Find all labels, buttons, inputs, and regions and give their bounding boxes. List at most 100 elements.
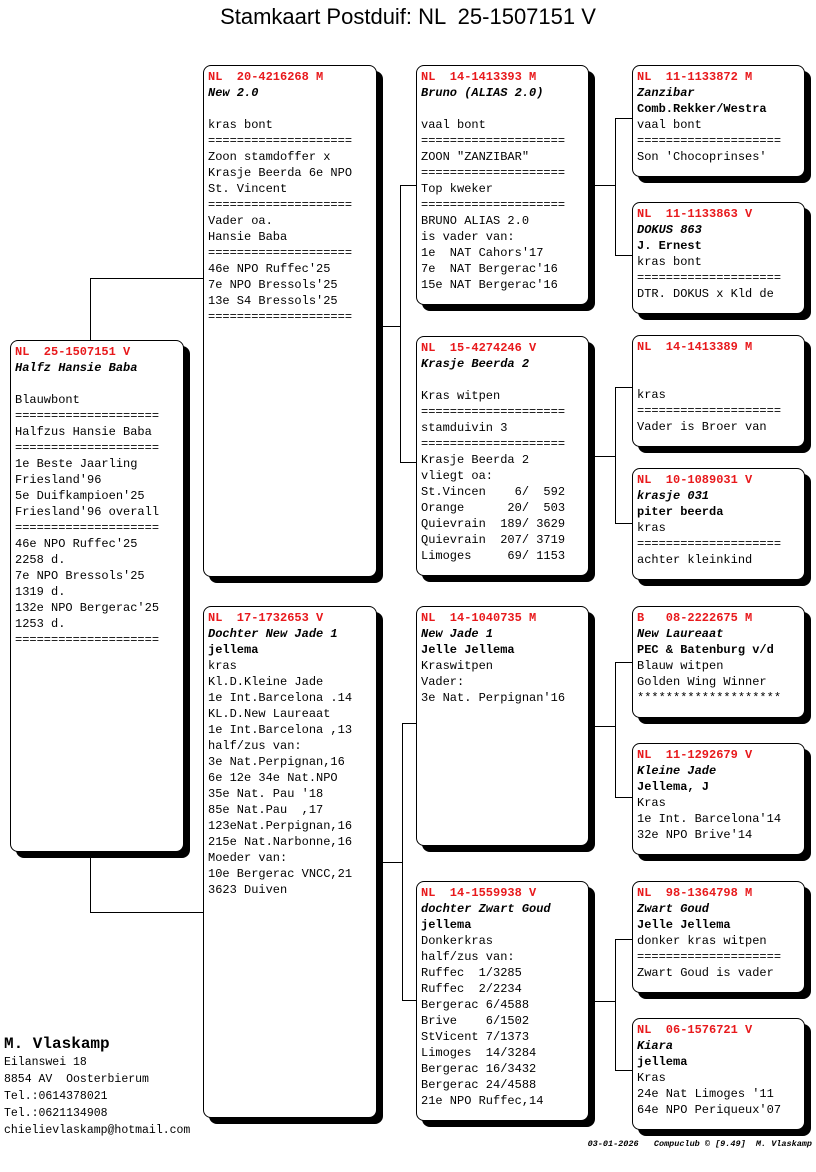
info-line: Vader is Broer van xyxy=(637,420,767,434)
ring-number: B 08-2222675 M xyxy=(637,611,753,625)
info-line: ==================== xyxy=(208,198,353,212)
info-line: Bergerac 6/4588 xyxy=(421,998,530,1012)
info-line: 3623 Duiven xyxy=(208,883,288,897)
info-line: 1e NAT Cahors'17 xyxy=(421,246,544,260)
pigeon-name: New 2.0 xyxy=(208,86,259,100)
info-line: ==================== xyxy=(15,521,160,535)
pigeon-name: dochter Zwart Goud xyxy=(421,902,551,916)
info-line: Halfzus Hansie Baba xyxy=(15,425,152,439)
info-line: ==================== xyxy=(637,537,782,551)
pigeon-name: krasje 031 xyxy=(637,489,710,503)
owner-email[interactable]: chielievlaskamp@hotmail.com xyxy=(4,1124,191,1137)
info-line: 13e S4 Bressols'25 xyxy=(208,294,338,308)
info-line: 1e Beste Jaarling xyxy=(15,457,138,471)
info-line: ******************** xyxy=(637,691,782,705)
pigeon-name: Halfz Hansie Baba xyxy=(15,361,138,375)
info-line: ==================== xyxy=(421,198,566,212)
breeder-name: Jelle Jellema xyxy=(421,643,515,657)
info-line: Kras xyxy=(637,796,666,810)
info-line: is vader van: xyxy=(421,230,515,244)
pigeon-name: DOKUS 863 xyxy=(637,223,702,237)
info-line: kras xyxy=(637,521,666,535)
info-line: vaal bont xyxy=(421,118,486,132)
info-line: 3e Nat. Perpignan'16 xyxy=(421,691,566,705)
info-line: 1253 d. xyxy=(15,617,66,631)
info-line: Blauwbont xyxy=(15,393,80,407)
ring-number: NL 17-1732653 V xyxy=(208,611,324,625)
ring-number: NL 25-1507151 V xyxy=(15,345,131,359)
info-line: ==================== xyxy=(208,246,353,260)
info-line: kras bont xyxy=(208,118,273,132)
owner-phone-1: Tel.:0614378021 xyxy=(4,1090,108,1103)
info-line xyxy=(421,101,588,117)
info-line: 10e Bergerac VNCC,21 xyxy=(208,867,353,881)
info-line: ZOON "ZANZIBAR" xyxy=(421,150,530,164)
info-line: 35e Nat. Pau '18 xyxy=(208,787,324,801)
footer-credits: 03-01-2026 Compuclub © [9.49] M. Vlaskam… xyxy=(587,1139,812,1149)
info-line: 21e NPO Ruffec,14 xyxy=(421,1094,544,1108)
info-line: StVicent 7/1373 xyxy=(421,1030,530,1044)
pigeon-name: Kleine Jade xyxy=(637,764,717,778)
info-line: half/zus van: xyxy=(208,739,302,753)
pigeon-card-sds[interactable]: NL 14-1413389 M kras ==================== V… xyxy=(632,335,805,447)
info-line: ==================== xyxy=(637,134,782,148)
pigeon-name: Dochter New Jade 1 xyxy=(208,627,338,641)
info-line: vaal bont xyxy=(637,118,702,132)
info-line: Limoges 14/3284 xyxy=(421,1046,537,1060)
connector-subject-dam xyxy=(90,858,203,913)
info-line: ==================== xyxy=(421,437,566,451)
info-line: stamduivin 3 xyxy=(421,421,508,435)
info-line: Top kweker xyxy=(421,182,494,196)
ring-number: NL 11-1292679 V xyxy=(637,748,753,762)
info-line: ==================== xyxy=(421,166,566,180)
ring-number: NL 14-1413389 M xyxy=(637,340,753,354)
ring-number: NL 14-1559938 V xyxy=(421,886,537,900)
info-line: Quievrain 189/ 3629 xyxy=(421,517,566,531)
info-line: 215e Nat.Narbonne,16 xyxy=(208,835,353,849)
info-line: 7e NPO Bressols'25 xyxy=(15,569,145,583)
info-line: 1e Int. Barcelona'14 xyxy=(637,812,782,826)
pigeon-card-sire[interactable]: NL 20-4216268 M New 2.0 kras bont =========… xyxy=(203,65,377,577)
breeder-name: jellema xyxy=(208,643,259,657)
info-line: ==================== xyxy=(637,404,782,418)
info-line: Kraswitpen xyxy=(421,659,494,673)
info-line: Friesland'96 overall xyxy=(15,505,160,519)
info-line: Zwart Goud is vader xyxy=(637,966,774,980)
info-line: 3e Nat.Perpignan,16 xyxy=(208,755,345,769)
info-line: 1319 d. xyxy=(15,585,66,599)
pigeon-name: New Jade 1 xyxy=(421,627,494,641)
info-line: ==================== xyxy=(15,633,160,647)
info-line: ==================== xyxy=(208,134,353,148)
info-line: 32e NPO Brive'14 xyxy=(637,828,753,842)
owner-postcode-city: 8854 AV Oosterbierum xyxy=(4,1073,149,1086)
info-line: 15e NAT Bergerac'16 xyxy=(421,278,558,292)
info-line: Bergerac 16/3432 xyxy=(421,1062,537,1076)
ring-number: NL 20-4216268 M xyxy=(208,70,324,84)
pigeon-name: Zanzibar xyxy=(637,86,695,100)
pigeon-card-dam[interactable]: NL 17-1732653 V Dochter New Jade 1 jellema… xyxy=(203,606,377,1118)
info-line: kras bont xyxy=(637,255,702,269)
info-line: kras xyxy=(637,388,666,402)
info-line: St. Vincent xyxy=(208,182,288,196)
info-line: vliegt oa: xyxy=(421,469,494,483)
info-line: Kras xyxy=(637,1071,666,1085)
info-line: Vader: xyxy=(421,675,465,689)
info-line: Ruffec 2/2234 xyxy=(421,982,522,996)
info-line: 7e NAT Bergerac'16 xyxy=(421,262,558,276)
breeder-name: Comb.Rekker/Westra xyxy=(637,102,767,116)
pigeon-name: New Laureaat xyxy=(637,627,724,641)
